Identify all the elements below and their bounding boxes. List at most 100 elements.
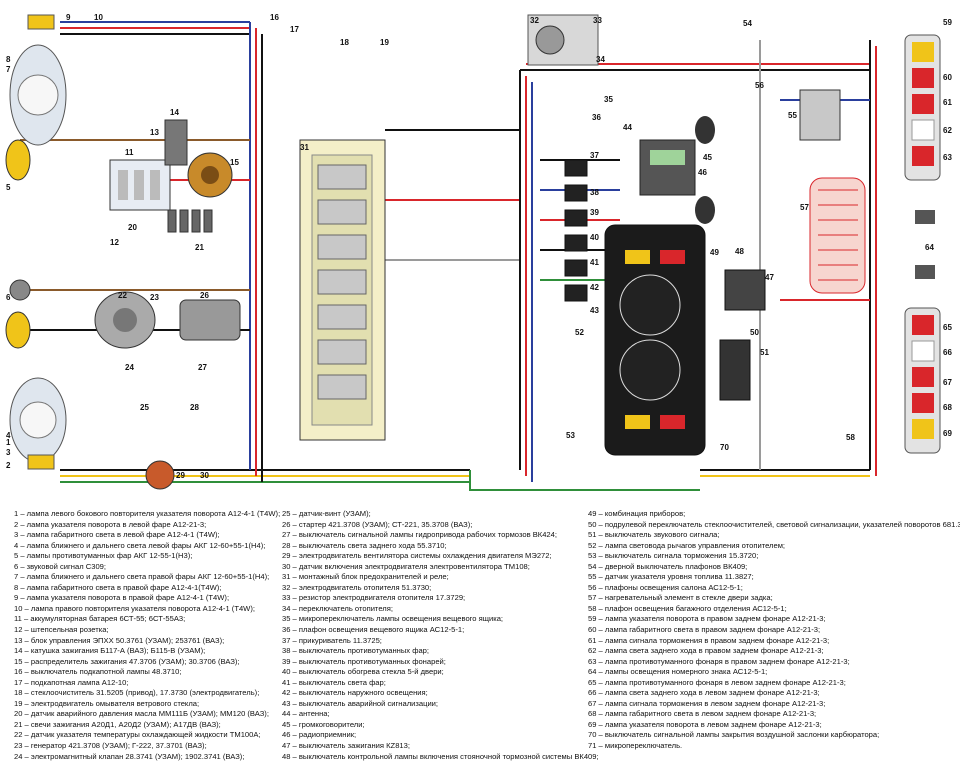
label-6: 6 xyxy=(6,293,11,302)
legend-item: 52 – лампа световода рычагов управления … xyxy=(588,540,786,550)
legend-item: 23 – генератор 421.3708 (УЗАМ); Г-222, 3… xyxy=(14,741,207,751)
heater-motor xyxy=(527,14,599,66)
fuel-level-sensor xyxy=(799,89,841,141)
legend-item: 15 – распределитель зажигания 47.3706 (У… xyxy=(14,656,240,666)
label-46: 46 xyxy=(698,168,707,177)
label-23: 23 xyxy=(150,293,159,302)
label-30: 30 xyxy=(200,471,209,480)
legend-item: 63 – лампа противотуманного фонаря в пра… xyxy=(588,656,850,666)
label-11: 11 xyxy=(125,148,134,157)
label-26: 26 xyxy=(200,291,209,300)
legend-item: 4 – лампа ближнего и дальнего света лево… xyxy=(14,540,266,550)
label-1: 1 xyxy=(6,438,11,447)
legend-item: 49 – комбинация приборов; xyxy=(588,509,686,518)
legend-item: 34 – переключатель отопителя; xyxy=(282,603,393,613)
label-43: 43 xyxy=(590,306,599,315)
battery xyxy=(109,159,171,211)
legend-item: 35 – микропереключатель лампы освещения … xyxy=(282,614,504,624)
label-58: 58 xyxy=(846,433,855,442)
legend-item: 13 – блок управления ЭПХХ 50.3761 (УЗАМ)… xyxy=(14,635,225,645)
legend-item: 45 – громкоговорители; xyxy=(282,719,365,729)
cooling-fan xyxy=(145,460,175,490)
label-37: 37 xyxy=(590,151,599,160)
label-53: 53 xyxy=(566,431,575,440)
switch-column xyxy=(564,159,588,302)
label-22: 22 xyxy=(118,291,127,300)
rear-window-heater xyxy=(809,177,866,294)
legend-item: 67 – лампа сигнала торможения в левом за… xyxy=(588,698,826,708)
label-8: 8 xyxy=(6,55,11,64)
label-2: 2 xyxy=(6,461,11,470)
legend-item: 5 – лампы противотуманных фар АКГ 12-55-… xyxy=(14,551,193,561)
legend-item: 54 – дверной выключатель плафонов ВК409; xyxy=(588,561,748,571)
legend-column-1: 1 – лампа левого бокового повторителя ук… xyxy=(14,509,280,762)
label-67: 67 xyxy=(943,378,952,387)
label-28: 28 xyxy=(190,403,199,412)
legend-item: 25 – датчик-винт (УЗАМ); xyxy=(282,509,371,518)
right-front-headlight xyxy=(9,377,67,470)
label-17: 17 xyxy=(290,25,299,34)
legend-item: 28 – выключатель света заднего хода 55.3… xyxy=(282,540,447,550)
legend-item: 50 – подрулевой переключатель стеклоочис… xyxy=(588,519,960,529)
label-45: 45 xyxy=(703,153,712,162)
legend-item: 51 – выключатель звукового сигнала; xyxy=(588,530,720,540)
legend-item: 16 – выключатель подкапотной лампы 48.37… xyxy=(14,667,182,677)
legend-item: 70 – выключатель сигнальной лампы закрыт… xyxy=(588,730,880,740)
legend-item: 30 – датчик включения электродвигателя э… xyxy=(282,561,530,571)
label-35: 35 xyxy=(604,95,613,104)
label-20: 20 xyxy=(128,223,137,232)
label-70: 70 xyxy=(720,443,729,452)
legend-item: 68 – лампа габаритного света в левом зад… xyxy=(588,709,817,719)
label-29: 29 xyxy=(176,471,185,480)
legend-item: 38 – выключатель противотуманных фар; xyxy=(282,646,430,656)
component-legend: 1 – лампа левого бокового повторителя ук… xyxy=(0,505,960,777)
legend-item: 12 – штепсельная розетка; xyxy=(14,625,109,635)
license-plate-lamps xyxy=(915,210,935,279)
label-47: 47 xyxy=(765,273,774,282)
label-13: 13 xyxy=(150,128,159,137)
legend-item: 24 – электромагнитный клапан 28.3741 (УЗ… xyxy=(14,751,245,761)
legend-item: 48 – выключатель контрольной лампы включ… xyxy=(282,751,599,761)
starter xyxy=(179,299,241,341)
label-25: 25 xyxy=(140,403,149,412)
legend-item: 6 – звуковой сигнал С309; xyxy=(14,561,106,571)
legend-item: 7 – лампа ближнего и дальнего света прав… xyxy=(14,572,270,582)
label-15: 15 xyxy=(230,158,239,167)
label-44: 44 xyxy=(623,123,632,132)
legend-item: 53 – выключатель сигнала торможения 15.3… xyxy=(588,551,759,561)
label-50: 50 xyxy=(750,328,759,337)
label-40: 40 xyxy=(590,233,599,242)
legend-item: 58 – плафон освещения багажного отделени… xyxy=(588,603,787,613)
label-59: 59 xyxy=(943,18,952,27)
label-42: 42 xyxy=(590,283,599,292)
label-33: 33 xyxy=(593,16,602,25)
legend-item: 14 – катушка зажигания Б117-А (ВАЗ); Б11… xyxy=(14,646,206,656)
legend-item: 56 – плафоны освещения салона АС12-5-1; xyxy=(588,582,743,592)
label-16: 16 xyxy=(270,13,279,22)
legend-item: 22 – датчик указателя температуры охлажд… xyxy=(14,730,261,740)
legend-item: 20 – датчик аварийного давления масла ММ… xyxy=(14,709,269,719)
label-64: 64 xyxy=(925,243,934,252)
legend-item: 21 – свечи зажигания А20Д1, А20Д2 (УЗАМ)… xyxy=(14,719,221,729)
label-24: 24 xyxy=(125,363,134,372)
legend-item: 47 – выключатель зажигания КZ813; xyxy=(282,741,410,751)
legend-item: 69 – лампа указателя поворота в левом за… xyxy=(588,719,822,729)
label-31: 31 xyxy=(300,143,309,152)
legend-item: 40 – выключатель обогрева стекла 5-й две… xyxy=(282,667,444,677)
left-fog-lamp xyxy=(5,139,31,181)
label-69: 69 xyxy=(943,429,952,438)
legend-item: 62 – лампа света заднего хода в правом з… xyxy=(588,646,824,656)
legend-item: 36 – плафон освещения вещевого ящика АС1… xyxy=(282,625,465,635)
legend-item: 32 – электродвигатель отопителя 51.3730; xyxy=(282,582,432,592)
legend-item: 3 – лампа габаритного света в левой фаре… xyxy=(14,530,220,540)
legend-item: 27 – выключатель сигнальной лампы гидроп… xyxy=(282,530,557,540)
component-labels: 1 2 3 4 5 6 7 8 9 10 11 12 13 14 15 16 1… xyxy=(6,13,952,480)
label-60: 60 xyxy=(943,73,952,82)
legend-item: 29 – электродвигатель вентилятора систем… xyxy=(282,551,552,561)
right-rear-lamp xyxy=(904,34,941,181)
ignition-coil xyxy=(164,119,188,166)
left-front-headlight xyxy=(9,14,67,146)
label-66: 66 xyxy=(943,348,952,357)
legend-item: 8 – лампа габаритного света в правой фар… xyxy=(14,582,222,592)
legend-item: 44 – антенна; xyxy=(282,709,330,719)
